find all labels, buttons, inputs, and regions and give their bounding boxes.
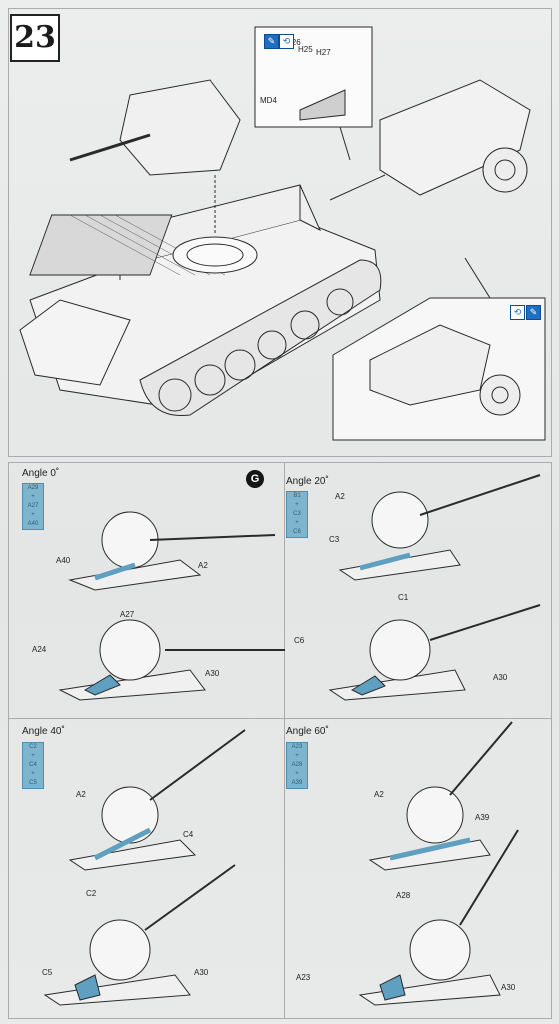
- label-p1-c1: C1: [398, 593, 409, 602]
- label-p2-a2: A2: [76, 790, 86, 799]
- label-p0-a40: A40: [56, 556, 71, 565]
- panel-angle-60: Angle 60˚: [286, 726, 329, 737]
- label-p2-c2: C2: [86, 889, 97, 898]
- label-p1-c6: C6: [294, 636, 305, 645]
- glue-icon: ✎: [264, 34, 279, 49]
- label-p3-a28: A28: [396, 891, 411, 900]
- label-p1-c3: C3: [329, 535, 340, 544]
- angle-options-grid: [8, 462, 552, 1019]
- callout-label-h25: H25: [298, 45, 313, 54]
- option-badge: G: [246, 470, 264, 488]
- label-p0-a27: A27: [120, 610, 135, 619]
- symmetry-icon: ⟲: [279, 34, 294, 49]
- panel-angle-20: Angle 20˚: [286, 476, 329, 487]
- label-p3-a39: A39: [475, 813, 490, 822]
- label-p3-a23: A23: [296, 973, 311, 982]
- label-p0-a2: A2: [198, 561, 208, 570]
- parts-chip-angle-60: A23+A28+A39: [286, 742, 308, 789]
- step-number: 23: [10, 14, 60, 62]
- panel-angle-40: Angle 40˚: [22, 726, 65, 737]
- symmetry-icon-2: ⟲: [510, 305, 525, 320]
- label-p2-c4: C4: [183, 830, 194, 839]
- label-p0-a30: A30: [205, 669, 220, 678]
- parts-chip-angle-0: A29+A27+A40: [22, 483, 44, 530]
- glue-icon-2: ✎: [526, 305, 541, 320]
- parts-chip-angle-40: C2+C4+C5: [22, 742, 44, 789]
- assembly-frame: [8, 8, 552, 457]
- callout-label-md4: MD4: [260, 96, 277, 105]
- label-p3-a30: A30: [501, 983, 516, 992]
- label-p2-c5: C5: [42, 968, 53, 977]
- panel-angle-0: Angle 0˚: [22, 468, 60, 479]
- label-p2-a30: A30: [194, 968, 209, 977]
- callout-label-h27: H27: [316, 48, 331, 57]
- label-p3-a2: A2: [374, 790, 384, 799]
- label-p1-a30: A30: [493, 673, 508, 682]
- label-p0-a24: A24: [32, 645, 47, 654]
- label-p1-a2: A2: [335, 492, 345, 501]
- parts-chip-angle-20: B1+C3+C6: [286, 491, 308, 538]
- vehicle-assembly-drawing: H26 H25 H27 MD4: [19, 26, 546, 441]
